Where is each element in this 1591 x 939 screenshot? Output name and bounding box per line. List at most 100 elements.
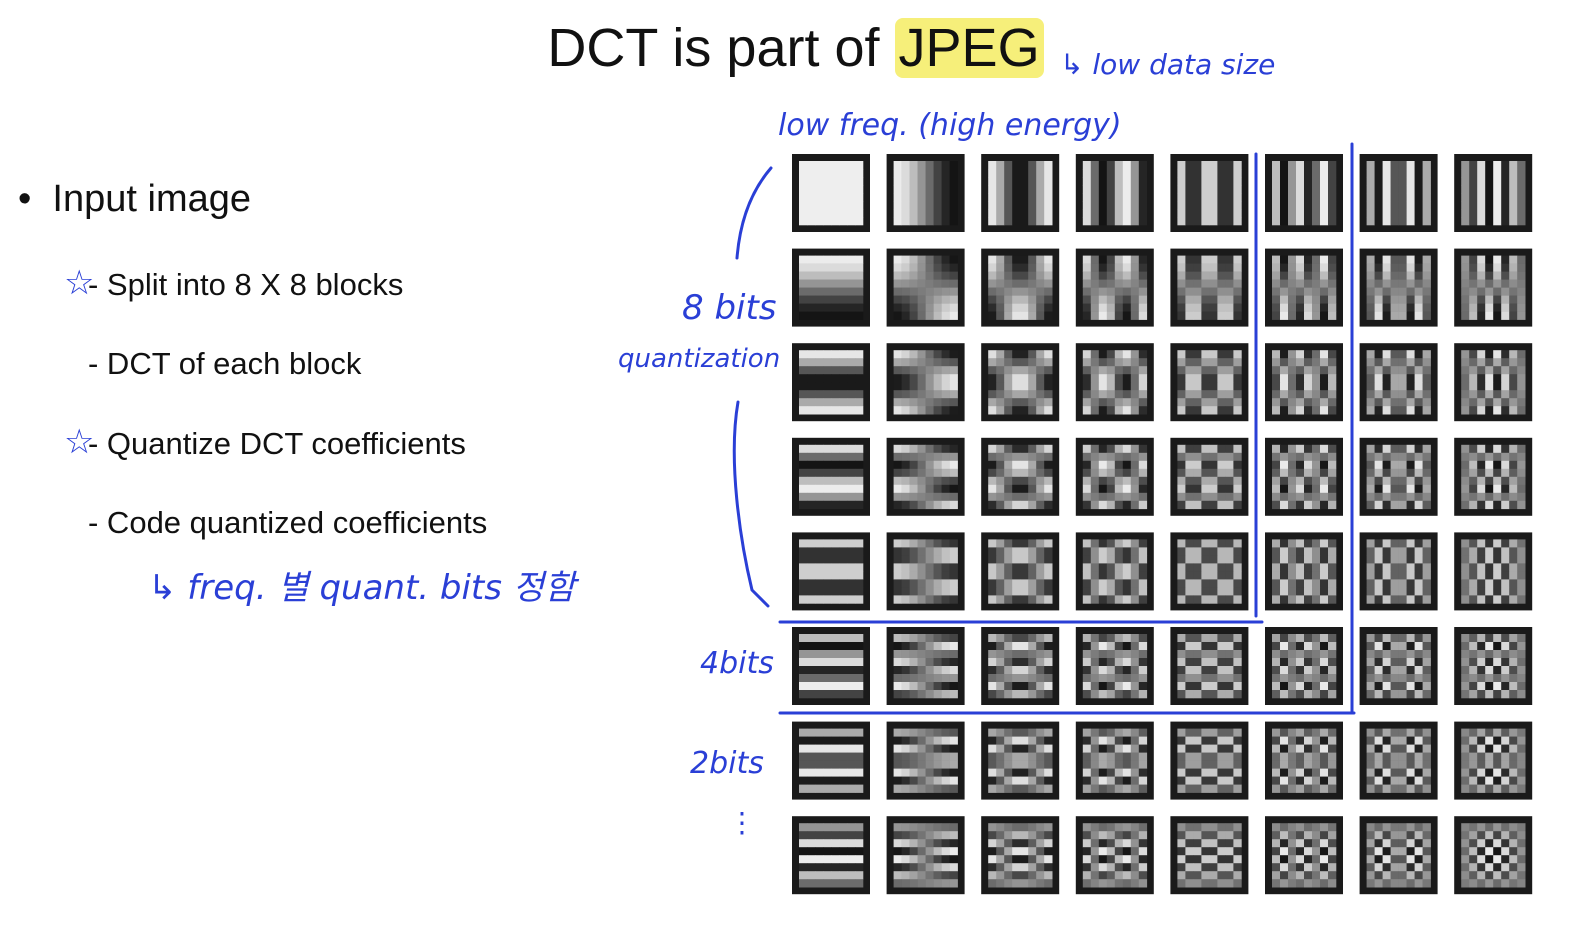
dct-pixel: [1185, 484, 1194, 494]
dct-pixel: [1233, 595, 1242, 604]
dct-pixel: [1233, 217, 1242, 226]
dct-pixel: [1201, 382, 1210, 391]
dct-pixel: [1328, 406, 1337, 415]
dct-pixel: [893, 468, 902, 478]
dct-pixel: [1414, 311, 1423, 320]
dct-pixel: [1114, 382, 1124, 391]
dct-pixel: [996, 863, 1005, 872]
dct-pixel: [909, 579, 918, 588]
dct-pixel: [893, 674, 902, 683]
dct-pixel: [1098, 217, 1108, 226]
dct-pixel: [1012, 571, 1021, 580]
dct-pixel: [925, 736, 934, 745]
dct-pixel: [1485, 736, 1494, 745]
dct-pixel: [1225, 217, 1234, 226]
dct-pixel: [831, 768, 840, 777]
dct-pixel: [1130, 398, 1140, 407]
dct-pixel: [925, 374, 934, 383]
dct-pixel: [1272, 287, 1281, 296]
dct-pixel: [855, 847, 864, 856]
dct-pixel: [831, 468, 840, 478]
dct-pixel: [1477, 563, 1486, 572]
dct-pixel: [996, 634, 1005, 643]
dct-pixel: [1501, 863, 1510, 872]
dct-pixel: [1501, 476, 1510, 486]
dct-pixel: [1509, 728, 1518, 737]
dct-pixel: [1130, 736, 1140, 745]
dct-pixel: [1422, 823, 1431, 832]
dct-pixel: [1509, 879, 1518, 888]
dct-pixel: [988, 169, 997, 178]
dct-pixel: [1374, 390, 1383, 399]
dct-pixel: [1374, 468, 1383, 478]
dct-pixel: [1138, 484, 1148, 494]
dct-pixel: [1209, 658, 1218, 667]
dct-pixel: [839, 539, 848, 548]
dct-pixel: [933, 666, 942, 675]
dct-pixel: [1477, 468, 1486, 478]
dct-pixel: [1288, 650, 1297, 659]
dct-pixel: [1233, 500, 1242, 510]
dct-pixel: [1098, 201, 1108, 210]
dct-pixel: [1477, 752, 1486, 761]
dct-pixel: [1485, 406, 1494, 415]
dct-pixel: [988, 279, 997, 288]
dct-pixel: [893, 863, 902, 872]
dct-pixel: [1138, 311, 1148, 320]
dct-pixel: [1272, 500, 1281, 510]
dct-pixel: [1193, 563, 1202, 572]
dct-pixel: [1217, 177, 1226, 186]
dct-pixel: [988, 847, 997, 856]
dct-pixel: [1098, 595, 1108, 604]
dct-pixel: [1106, 209, 1116, 218]
dct-pixel: [839, 555, 848, 564]
dct-pixel: [1201, 563, 1210, 572]
dct-pixel: [1328, 390, 1337, 399]
dct-pixel: [1028, 468, 1037, 478]
dct-pixel: [1288, 468, 1297, 478]
dct-pixel: [831, 863, 840, 872]
dct-pixel: [1130, 468, 1140, 478]
dct-pixel: [1004, 760, 1013, 769]
dct-pixel: [1501, 879, 1510, 888]
dct-pixel: [1028, 863, 1037, 872]
dct-pixel: [1406, 768, 1415, 777]
dct-pixel: [901, 185, 910, 194]
dct-pixel: [847, 217, 856, 226]
dct-pixel: [1114, 185, 1124, 194]
dct-pixel: [1272, 784, 1281, 793]
dct-pixel: [901, 839, 910, 848]
dct-pixel: [996, 563, 1005, 572]
dct-pixel: [1233, 650, 1242, 659]
dct-pixel: [1122, 776, 1132, 785]
dct-pixel: [1509, 579, 1518, 588]
dct-pixel: [1374, 831, 1383, 840]
dct-pixel: [1090, 760, 1100, 769]
dct-pixel: [1130, 744, 1140, 753]
dct-pixel: [1406, 460, 1415, 470]
dct-pixel: [1382, 595, 1391, 604]
dct-pixel: [1280, 547, 1289, 556]
dct-pixel: [1130, 666, 1140, 675]
dct-pixel: [1138, 169, 1148, 178]
dct-pixel: [1382, 736, 1391, 745]
dct-pixel: [823, 492, 832, 502]
dct-pixel: [799, 161, 808, 170]
dct-pixel: [1280, 839, 1289, 848]
dct-pixel: [1138, 263, 1148, 272]
dct-pixel: [1090, 279, 1100, 288]
dct-pixel: [1493, 847, 1502, 856]
dct-pixel: [941, 752, 950, 761]
dct-pixel: [1422, 161, 1431, 170]
dct-pixel: [1312, 847, 1321, 856]
dct-pixel: [1406, 831, 1415, 840]
dct-pixel: [1312, 350, 1321, 359]
dct-pixel: [996, 217, 1005, 226]
dct-pixel: [1036, 879, 1045, 888]
dct-pixel: [917, 177, 926, 186]
dct-pixel: [1469, 863, 1478, 872]
dct-pixel: [1217, 682, 1226, 691]
dct-basis-block: [1359, 816, 1438, 895]
dct-pixel: [815, 776, 824, 785]
dct-pixel: [1469, 358, 1478, 367]
